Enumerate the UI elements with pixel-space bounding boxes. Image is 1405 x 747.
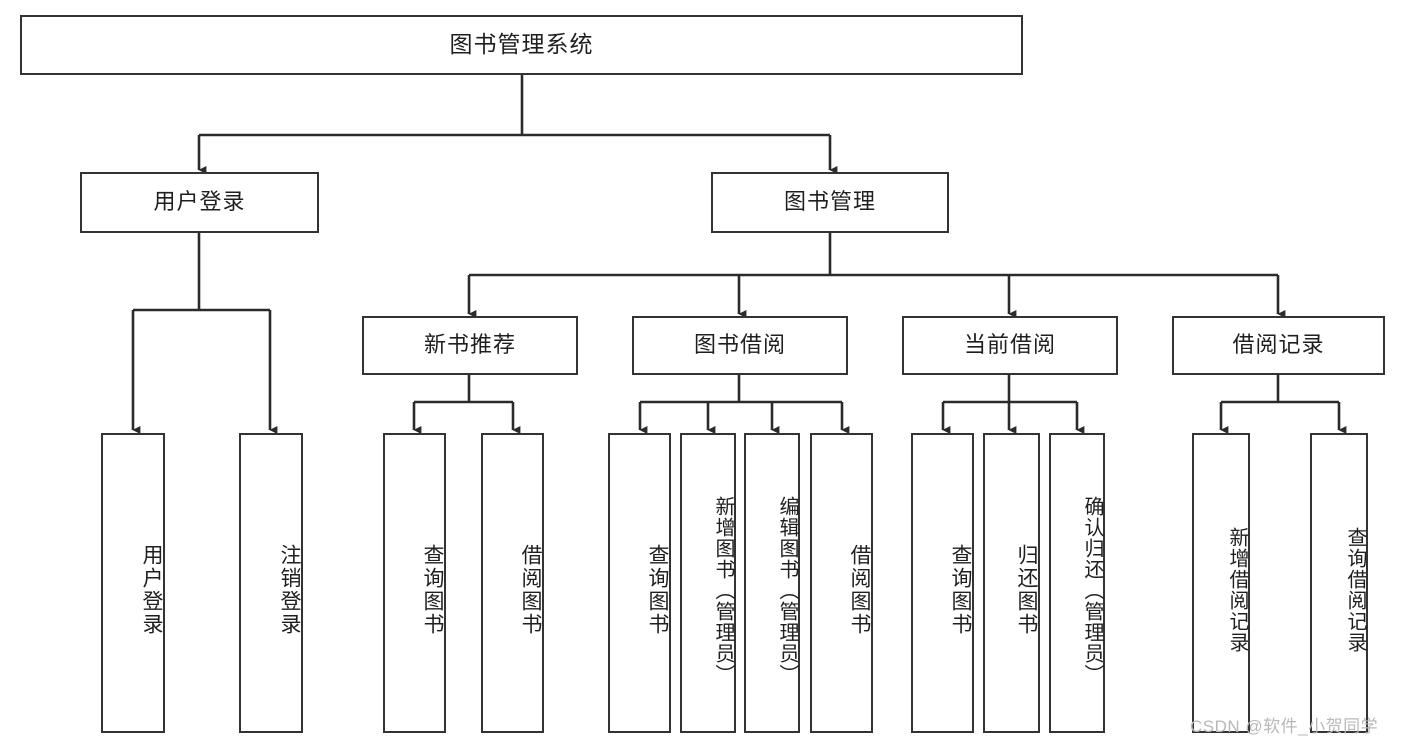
leaf-node-add-book[interactable]: 新增图书（管理员） [680, 433, 736, 733]
leaf-node-confirm-return[interactable]: 确认归还（管理员） [1049, 433, 1105, 733]
leaf-node-logout-login[interactable]: 注销登录 [239, 433, 303, 733]
leaf-node-query-book-borrow[interactable]: 查询图书 [608, 433, 671, 733]
leaf-node-return-book[interactable]: 归还图书 [983, 433, 1040, 733]
node-book-borrow[interactable]: 图书借阅 [632, 316, 848, 375]
node-new-book-recommend[interactable]: 新书推荐 [362, 316, 578, 375]
node-current-borrow[interactable]: 当前借阅 [902, 316, 1118, 375]
node-user-login[interactable]: 用户登录 [80, 172, 319, 233]
csdn-watermark: CSDN @软件_小贺同学 [1190, 717, 1379, 736]
leaf-node-query-book-recommend[interactable]: 查询图书 [383, 433, 446, 733]
leaf-node-add-borrow-record[interactable]: 新增借阅记录 [1192, 433, 1250, 733]
node-borrow-record[interactable]: 借阅记录 [1172, 316, 1385, 375]
leaf-node-query-borrow-record[interactable]: 查询借阅记录 [1310, 433, 1368, 733]
leaf-node-borrow-book-recommend[interactable]: 借阅图书 [481, 433, 544, 733]
leaf-node-user-login[interactable]: 用户登录 [101, 433, 165, 733]
leaf-node-edit-book[interactable]: 编辑图书（管理员） [744, 433, 800, 733]
leaf-node-query-book-current[interactable]: 查询图书 [911, 433, 974, 733]
node-book-management[interactable]: 图书管理 [711, 172, 949, 233]
node-root-book-management-system[interactable]: 图书管理系统 [20, 15, 1023, 75]
leaf-node-borrow-book[interactable]: 借阅图书 [810, 433, 873, 733]
